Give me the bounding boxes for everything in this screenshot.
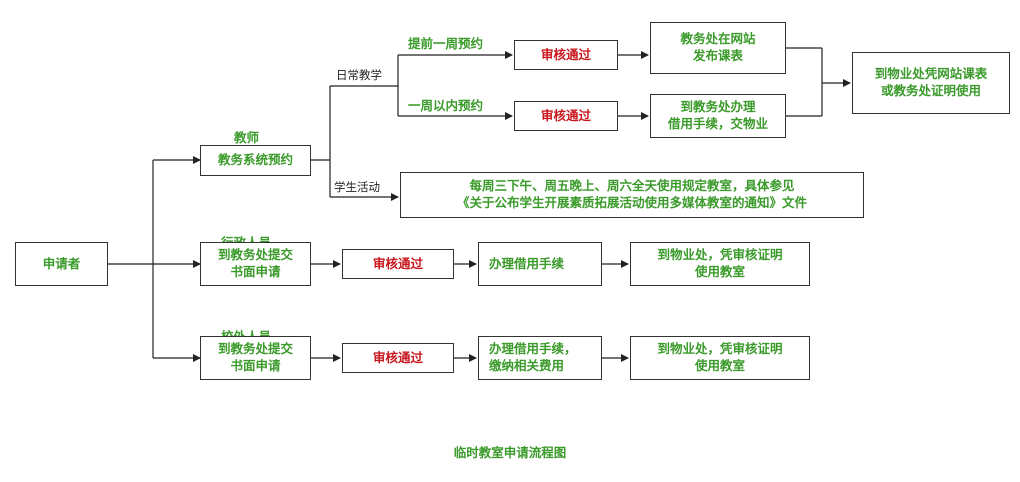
teacher-label: 教师 [234, 130, 260, 145]
external-procedure-box: 办理借用手续， 缴纳相关费用 [478, 336, 602, 380]
borrow-procedure-box: 到教务处办理 借用手续，交物业 [650, 94, 786, 138]
admin-final-text: 到物业处，凭审核证明 使用教室 [657, 247, 783, 279]
admin-submit-box: 到教务处提交 书面申请 [200, 242, 311, 286]
publish-schedule-box: 教务处在网站 发布课表 [650, 22, 786, 74]
external-submit-box: 到教务处提交 书面申请 [200, 336, 311, 380]
external-approve-box: 审核通过 [342, 343, 454, 373]
applicant-box: 申请者 [15, 242, 108, 286]
admin-approve-box: 审核通过 [342, 249, 454, 279]
external-procedure-text: 办理借用手续， 缴纳相关费用 [489, 341, 577, 373]
external-submit-text: 到教务处提交 书面申请 [217, 341, 293, 373]
approve-text: 审核通过 [540, 107, 591, 123]
external-final-box: 到物业处，凭审核证明 使用教室 [630, 336, 810, 380]
approve-text: 审核通过 [540, 46, 591, 62]
borrow-procedure-text: 到教务处办理 借用手续，交物业 [667, 99, 768, 131]
external-final-text: 到物业处，凭审核证明 使用教室 [657, 341, 783, 373]
system-booking-text: 教务系统预约 [217, 152, 293, 168]
approve-text: 审核通过 [372, 349, 423, 365]
student-activity-note-text: 每周三下午、周五晚上、周六全天使用规定教室，具体参见 《关于公布学生开展素质拓展… [456, 178, 807, 210]
diagram-caption: 临时教室申请流程图 [453, 445, 567, 460]
system-booking-box: 教务系统预约 [200, 145, 311, 176]
within-week-label: 一周以内预约 [408, 98, 484, 113]
daily-teaching-label: 日常教学 [336, 68, 382, 82]
week-ahead-label: 提前一周预约 [408, 36, 484, 51]
final-property-office-box: 到物业处凭网站课表 或教务处证明使用 [852, 52, 1010, 114]
admin-final-box: 到物业处，凭审核证明 使用教室 [630, 242, 810, 286]
approve-box-week-ahead: 审核通过 [514, 40, 618, 70]
admin-submit-text: 到教务处提交 书面申请 [217, 247, 293, 279]
publish-schedule-text: 教务处在网站 发布课表 [680, 31, 756, 63]
approve-box-within-week: 审核通过 [514, 101, 618, 131]
student-activity-note-box: 每周三下午、周五晚上、周六全天使用规定教室，具体参见 《关于公布学生开展素质拓展… [400, 172, 864, 218]
approve-text: 审核通过 [372, 255, 423, 271]
student-activity-label: 学生活动 [334, 180, 380, 194]
final-property-office-text: 到物业处凭网站课表 或教务处证明使用 [874, 66, 988, 98]
admin-procedure-box: 办理借用手续 [478, 242, 602, 286]
admin-procedure-text: 办理借用手续 [489, 255, 565, 271]
applicant-label: 申请者 [42, 255, 81, 271]
